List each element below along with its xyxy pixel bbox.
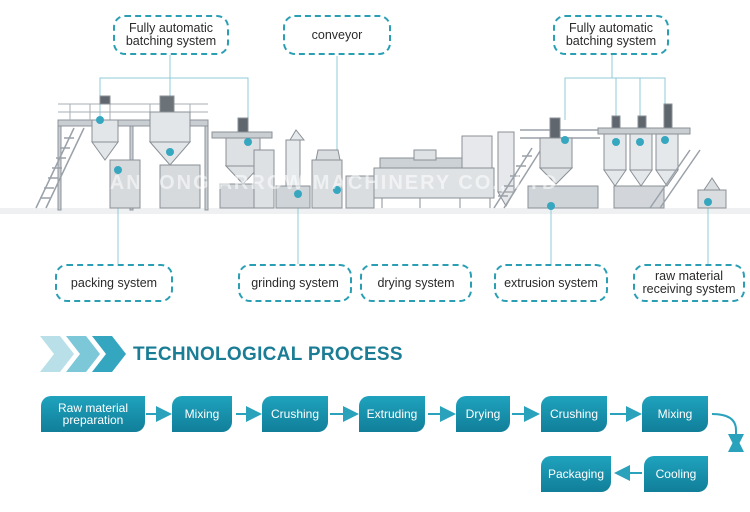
callout-conveyor: conveyor xyxy=(283,15,391,55)
callout-raw-material-receiving-system: raw material receiving system xyxy=(633,264,745,302)
step-extruding: Extruding xyxy=(359,396,425,432)
callout-batching-system-right: Fully automatic batching system xyxy=(553,15,669,55)
watermark-text: SHANDONG ARROW MACHINERY CO., LTD xyxy=(78,172,559,194)
process-title: TECHNOLOGICAL PROCESS xyxy=(133,344,403,365)
step-drying: Drying xyxy=(456,396,510,432)
step-raw-material-preparation: Raw material preparation xyxy=(41,396,145,432)
callout-grinding-system: grinding system xyxy=(238,264,352,302)
callout-extrusion-system: extrusion system xyxy=(494,264,608,302)
step-mixing: Mixing xyxy=(172,396,232,432)
step-crushing-second: Crushing xyxy=(541,396,607,432)
step-packaging: Packaging xyxy=(541,456,611,492)
callout-batching-system-left: Fully automatic batching system xyxy=(113,15,229,55)
callout-drying-system: drying system xyxy=(360,264,472,302)
callout-packing-system: packing system xyxy=(55,264,173,302)
step-mixing-second: Mixing xyxy=(642,396,708,432)
production-line-illustration: SHANDONG ARROW MACHINERY CO., LTD Fully … xyxy=(0,15,750,302)
chevron-arrows-icon xyxy=(40,336,126,372)
step-cooling: Cooling xyxy=(644,456,708,492)
flow-arrow xyxy=(711,413,744,450)
machinery-drawing xyxy=(0,54,750,264)
step-crushing: Crushing xyxy=(262,396,328,432)
